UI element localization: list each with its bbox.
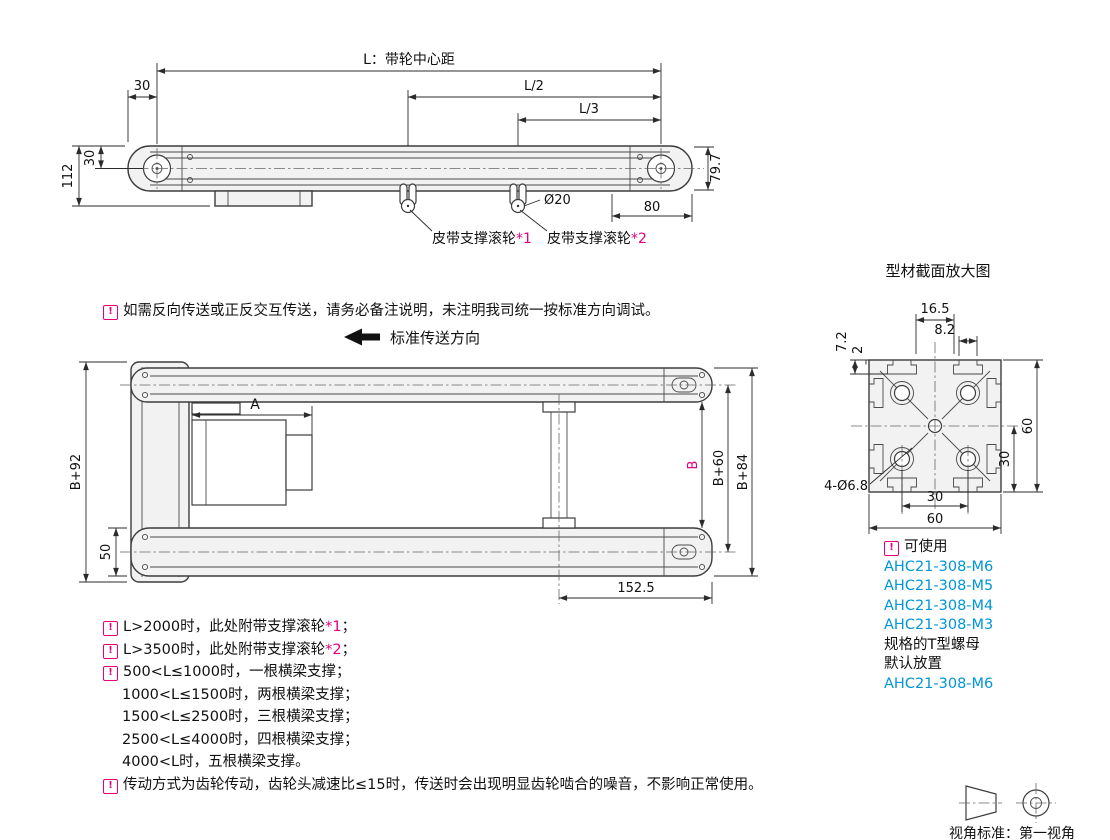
- dim-30-left: 30: [83, 150, 98, 167]
- side-view-drawing: L：带轮中心距 30 L/2 L/3 30 112 79.7 Ø20 80 皮带…: [61, 52, 724, 247]
- direction-label: 标准传送方向: [390, 329, 480, 347]
- dim-152-5: 152.5: [617, 581, 654, 596]
- dim-4-holes: 4-Ø6.8: [824, 479, 868, 494]
- dim-2: 2: [851, 346, 866, 354]
- cross-beam-support: [542, 394, 576, 604]
- note-text: 传动方式为齿轮传动，齿轮头减速比≤15时，传送时会出现明显齿轮啮合的噪音，不影响…: [123, 776, 763, 793]
- note-text: L>3500时，此处附带支撑滚轮: [123, 641, 326, 658]
- dim-B-plus-60: B+60: [712, 450, 727, 486]
- note-beam-5: 4000<L时，五根横梁支撑。: [103, 751, 763, 774]
- dim-50: 50: [99, 544, 114, 561]
- note-text: 4000<L时，五根横梁支撑。: [122, 754, 310, 770]
- dim-8-2: 8.2: [934, 323, 955, 338]
- dim-30-top: 30: [134, 79, 151, 94]
- roller-2-ref: *2: [631, 231, 647, 247]
- section-title: 型材截面放大图: [885, 262, 990, 280]
- part-number-link[interactable]: AHC21-308-M6: [884, 675, 994, 692]
- dim-7-2: 7.2: [835, 331, 850, 352]
- warning-icon: !: [103, 621, 118, 636]
- belt-support-roller-2: [509, 183, 527, 214]
- dim-60-bottom: 60: [927, 512, 944, 527]
- note-beam-2: 1000<L≤1500时，两根横梁支撑；: [103, 684, 763, 707]
- note-gear-noise: ! 传动方式为齿轮传动，齿轮头减速比≤15时，传送时会出现明显齿轮啮合的噪音，不影…: [103, 774, 763, 797]
- note-ref: *1: [325, 619, 342, 635]
- reverse-note-text: 如需反向传送或正反交互传送，请务必备注说明，未注明我司统一按标准方向调试。: [123, 303, 660, 319]
- dim-L3: L/3: [579, 102, 599, 117]
- t-nut-default-text: 默认放置: [884, 656, 942, 672]
- dim-16-5: 16.5: [921, 302, 950, 317]
- note-beam-1: ! 500<L≤1000时，一根横梁支撑；: [103, 661, 763, 684]
- dim-80: 80: [644, 200, 661, 215]
- note-roller-2: ! L>3500时，此处附带支撑滚轮*2；: [103, 639, 763, 662]
- dim-60-right: 60: [1021, 418, 1036, 435]
- note-beam-4: 2500<L≤4000时，四根横梁支撑；: [103, 729, 763, 752]
- reverse-transport-note: ! 如需反向传送或正反交互传送，请务必备注说明，未注明我司统一按标准方向调试。: [103, 299, 660, 320]
- t-nut-spec-text: 规格的T型螺母: [884, 636, 980, 653]
- warning-icon: !: [103, 778, 118, 794]
- roller-1-ref: *1: [516, 231, 532, 247]
- direction-arrow-icon: [344, 328, 380, 346]
- roller-2-text: 皮带支撑滚轮: [547, 230, 631, 247]
- dim-112: 112: [61, 164, 76, 189]
- note-text: 1500<L≤2500时，三根横梁支撑；: [122, 709, 359, 725]
- dim-30-right: 30: [998, 451, 1013, 468]
- dim-L2: L/2: [524, 79, 544, 94]
- t-nut-intro-line: ! 可使用: [884, 538, 993, 558]
- t-nut-intro-text: 可使用: [904, 539, 948, 555]
- belt-support-roller-1-label: 皮带支撑滚轮*1: [432, 230, 532, 247]
- warning-icon: !: [103, 643, 118, 659]
- dim-79-7: 79.7: [709, 154, 724, 183]
- t-nut-note: ! 可使用 AHC21-308-M6 AHC21-308-M5 AHC21-308…: [884, 538, 993, 694]
- note-roller-1: ! L>2000时，此处附带支撑滚轮*1；: [103, 616, 763, 639]
- note-suffix: ；: [341, 619, 357, 635]
- part-number-link[interactable]: AHC21-308-M4: [884, 597, 994, 614]
- standard-direction: 标准传送方向: [344, 328, 480, 347]
- profile-section-drawing: 型材截面放大图: [824, 262, 1043, 534]
- note-beam-3: 1500<L≤2500时，三根横梁支撑；: [103, 706, 763, 729]
- warning-icon: !: [103, 666, 118, 681]
- dim-belt-center-distance: L：带轮中心距: [363, 52, 455, 68]
- part-number-link[interactable]: AHC21-308-M6: [884, 558, 994, 575]
- dim-A: A: [250, 397, 260, 413]
- note-text: L>2000时，此处附带支撑滚轮: [123, 619, 326, 635]
- plan-view-drawing: A B+92 50 B B+60 B+84 152.5: [69, 361, 758, 604]
- belt-support-roller-1: [399, 183, 417, 214]
- dim-B: B: [686, 461, 701, 470]
- footnotes-block: !L>2000时，此处附带支撑滚轮*1； !L>3500时，此处附带支撑滚轮*2…: [103, 616, 763, 796]
- part-number-link[interactable]: AHC21-308-M5: [884, 578, 994, 594]
- note-text: 1000<L≤1500时，两根横梁支撑；: [122, 686, 359, 703]
- dim-B-plus-92: B+92: [69, 454, 84, 490]
- view-standard-label: 视角标准：第一视角: [949, 825, 1075, 840]
- note-ref: *2: [325, 641, 342, 658]
- dim-30-bottom: 30: [927, 490, 944, 505]
- note-suffix: ；: [341, 641, 357, 658]
- first-angle-projection-symbol: 视角标准：第一视角: [949, 783, 1075, 840]
- belt-support-roller-2-label: 皮带支撑滚轮*2: [547, 230, 647, 247]
- note-text: 2500<L≤4000时，四根横梁支撑；: [122, 731, 359, 748]
- dim-dia-20: Ø20: [544, 193, 571, 208]
- warning-icon: !: [884, 541, 899, 556]
- part-number-link[interactable]: AHC21-308-M3: [884, 617, 994, 633]
- note-text: 500<L≤1000时，一根横梁支撑；: [123, 664, 351, 680]
- warning-icon: !: [103, 305, 118, 320]
- dim-B-plus-84: B+84: [736, 454, 751, 490]
- roller-1-text: 皮带支撑滚轮: [432, 230, 516, 247]
